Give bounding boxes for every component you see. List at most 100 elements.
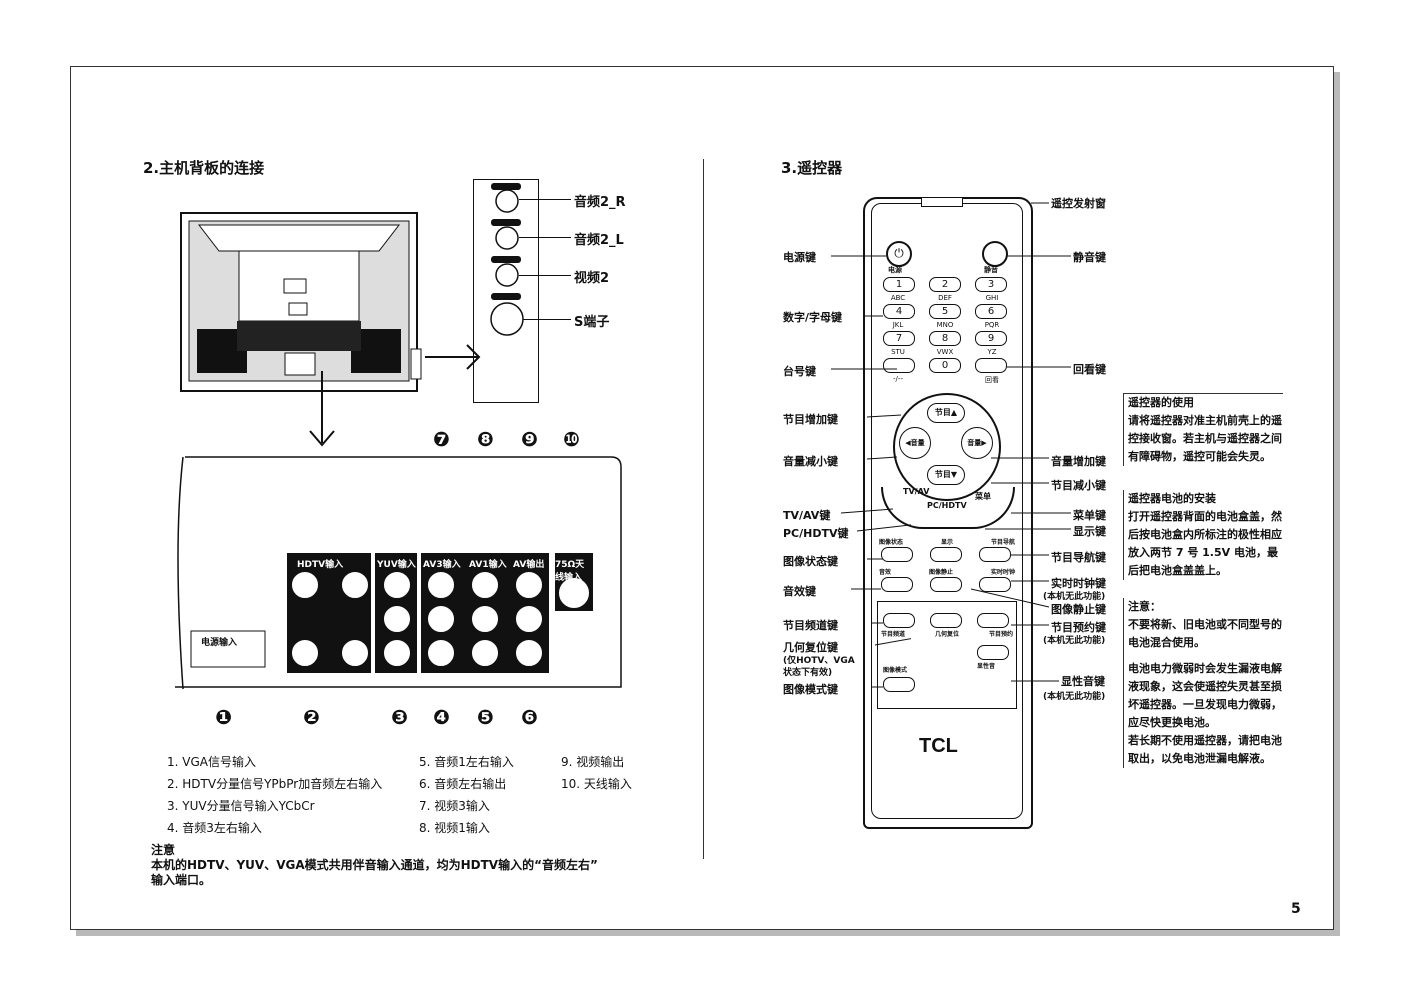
label-menu-key: 菜单键 <box>1073 509 1106 522</box>
label-sound-effect-key: 音效键 <box>783 585 816 598</box>
program-reserve-label: 节目预约 <box>988 631 1013 638</box>
digit-0-button[interactable]: 0 <box>929 358 961 373</box>
hdtv-input-label: HDTV输入 <box>297 560 344 570</box>
digit-3-button[interactable]: 3 <box>975 277 1007 292</box>
list-item: 1. VGA信号输入 <box>167 755 256 769</box>
list-item: 3. YUV分量信号输入YCbCr <box>167 799 315 813</box>
label-power-key: 电源键 <box>783 251 816 264</box>
power-button[interactable]: ⏻ <box>886 241 912 267</box>
side-jack-label-audio2-l: 音频2_L <box>574 233 624 248</box>
digit-2-button[interactable]: 2 <box>929 277 961 292</box>
leader-line <box>523 319 571 320</box>
sound-effect-label: 音效 <box>879 569 892 576</box>
connection-list-col2: 5. 音频1左右输入 6. 音频左右输出 7. 视频3输入 8. 视频1输入 <box>419 751 514 839</box>
display-label: 显示 <box>940 539 953 546</box>
label-dominant-note: (本机无此功能) <box>1043 692 1106 702</box>
mute-button[interactable] <box>982 241 1008 267</box>
freeze-button[interactable] <box>930 577 962 592</box>
leader-line <box>519 237 571 238</box>
list-item: 5. 音频1左右输入 <box>419 755 514 769</box>
label-pchdtv-key: PC/HDTV键 <box>783 527 849 540</box>
caution-title: 注意： <box>1128 600 1161 613</box>
yuv-input-label: YUV输入 <box>377 560 416 570</box>
digit-7-button[interactable]: 7 <box>883 331 915 346</box>
antenna-input-label: 75Ω天线输入 <box>555 560 585 583</box>
leader-line <box>519 275 571 276</box>
connection-list-col1: 1. VGA信号输入 2. HDTV分量信号YPbPr加音频左右输入 3. YU… <box>167 751 382 839</box>
av3-input-label: AV3输入 <box>423 560 461 570</box>
label-program-channel-key: 节目频道键 <box>783 619 838 632</box>
dpad <box>893 393 1001 501</box>
program-channel-label: 节目频道 <box>881 631 906 638</box>
tvav-button[interactable]: TV/AV <box>903 487 930 496</box>
function-row-1-labels: 图像状态 显示 节目导航 <box>879 537 1015 546</box>
program-guide-button[interactable] <box>979 547 1011 562</box>
side-jack-drawing <box>490 183 524 336</box>
volume-up-button[interactable]: 音量▶ <box>961 427 993 459</box>
program-guide-label: 节目导航 <box>990 539 1015 546</box>
usage-title: 遥控器的使用 <box>1128 396 1194 409</box>
program-channel-button[interactable] <box>883 613 915 628</box>
program-reserve-button[interactable] <box>977 613 1009 628</box>
marker-1: ❶ <box>215 705 232 729</box>
label-recall-key: 回看键 <box>1073 363 1106 376</box>
recall-label: 回看 <box>985 376 999 384</box>
program-up-button[interactable]: 节目▲ <box>927 403 965 423</box>
pchdtv-button[interactable]: PC/HDTV <box>927 501 967 510</box>
caution-note: 注意： 不要将新、旧电池或不同型号的电池混合使用。 电池电力微弱时会发生漏液电解… <box>1123 598 1283 768</box>
list-item: 2. HDTV分量信号YPbPr加音频左右输入 <box>167 777 383 791</box>
label-clock-key: 实时时钟键 <box>1051 577 1106 590</box>
label-program-up-key: 节目增加键 <box>783 413 838 426</box>
marker-3: ❸ <box>391 705 408 729</box>
label-picture-state-key: 图像状态键 <box>783 555 838 568</box>
picture-state-button[interactable] <box>881 547 913 562</box>
picture-mode-button[interactable] <box>883 677 915 692</box>
left-leader-lines <box>831 255 911 688</box>
av1-input-label: AV1输入 <box>469 560 507 570</box>
digit-6-button[interactable]: 6 <box>975 304 1007 319</box>
side-jack-strip <box>473 179 539 403</box>
leader-line <box>519 199 571 200</box>
function-row-3-labels: 节目频道 几何复位 节目预约 <box>881 629 1013 638</box>
program-down-button[interactable]: 节目▼ <box>927 465 965 485</box>
dominant-sound-button[interactable] <box>977 645 1009 660</box>
side-jack-label-s-video: S端子 <box>574 315 610 330</box>
caution-text-1: 不要将新、旧电池或不同型号的电池混合使用。 <box>1128 618 1282 649</box>
rear-panel-illustration <box>175 456 622 690</box>
digit-1-button[interactable]: 1 <box>883 277 915 292</box>
menu-button[interactable]: 菜单 <box>975 492 991 501</box>
sound-effect-button[interactable] <box>881 577 913 592</box>
label-channel-number-key: 台号键 <box>783 365 816 378</box>
digit-8-button[interactable]: 8 <box>929 331 961 346</box>
clock-button[interactable] <box>979 577 1011 592</box>
marker-10: ❿ <box>563 427 580 451</box>
digit-9-button[interactable]: 9 <box>975 331 1007 346</box>
recall-button[interactable] <box>975 358 1007 373</box>
tv-back-illustration <box>180 212 481 392</box>
back-panel-section-title: 2.主机背板的连接 <box>143 159 265 177</box>
clock-label: 实时时钟 <box>990 569 1015 576</box>
usage-note: 遥控器的使用 请将遥控器对准主机前壳上的遥控接收窗。若主机与遥控器之间有障碍物，… <box>1123 393 1283 466</box>
note-text-1: 本机的HDTV、YUV、VGA模式共用伴音输入通道，均为HDTV输入的“音频左右… <box>151 858 598 872</box>
label-dominant-sound-key: 显性音键 <box>1061 675 1105 688</box>
remote-notes: 遥控器的使用 请将遥控器对准主机前壳上的遥控接收窗。若主机与遥控器之间有障碍物，… <box>1123 393 1283 768</box>
marker-5: ❺ <box>477 705 494 729</box>
label-program-guide-key: 节目导航键 <box>1051 551 1106 564</box>
marker-2: ❷ <box>303 705 320 729</box>
function-row-2-labels: 音效 图像静止 实时时钟 <box>879 567 1015 576</box>
tcl-logo: TCL <box>919 735 958 757</box>
label-geometry-reset-key: 几何复位键 <box>783 641 838 654</box>
page-divider <box>703 159 704 859</box>
lower-key-panel <box>877 601 1017 709</box>
digit-5-button[interactable]: 5 <box>929 304 961 319</box>
battery-note: 遥控器电池的安装 打开遥控器背面的电池盒盖，然后按电池盒内所标注的极性相应放入两… <box>1123 490 1283 580</box>
picture-state-label: 图像状态 <box>879 539 904 546</box>
dash-button[interactable] <box>883 358 915 373</box>
geometry-reset-button[interactable] <box>930 613 962 628</box>
label-program-reserve-key: 节目预约键 <box>1051 621 1106 634</box>
function-row-2 <box>881 577 1011 592</box>
volume-down-button[interactable]: ◀音量 <box>899 427 931 459</box>
digit-4-button[interactable]: 4 <box>883 304 915 319</box>
display-button[interactable] <box>930 547 962 562</box>
right-leader-lines <box>971 202 1071 682</box>
